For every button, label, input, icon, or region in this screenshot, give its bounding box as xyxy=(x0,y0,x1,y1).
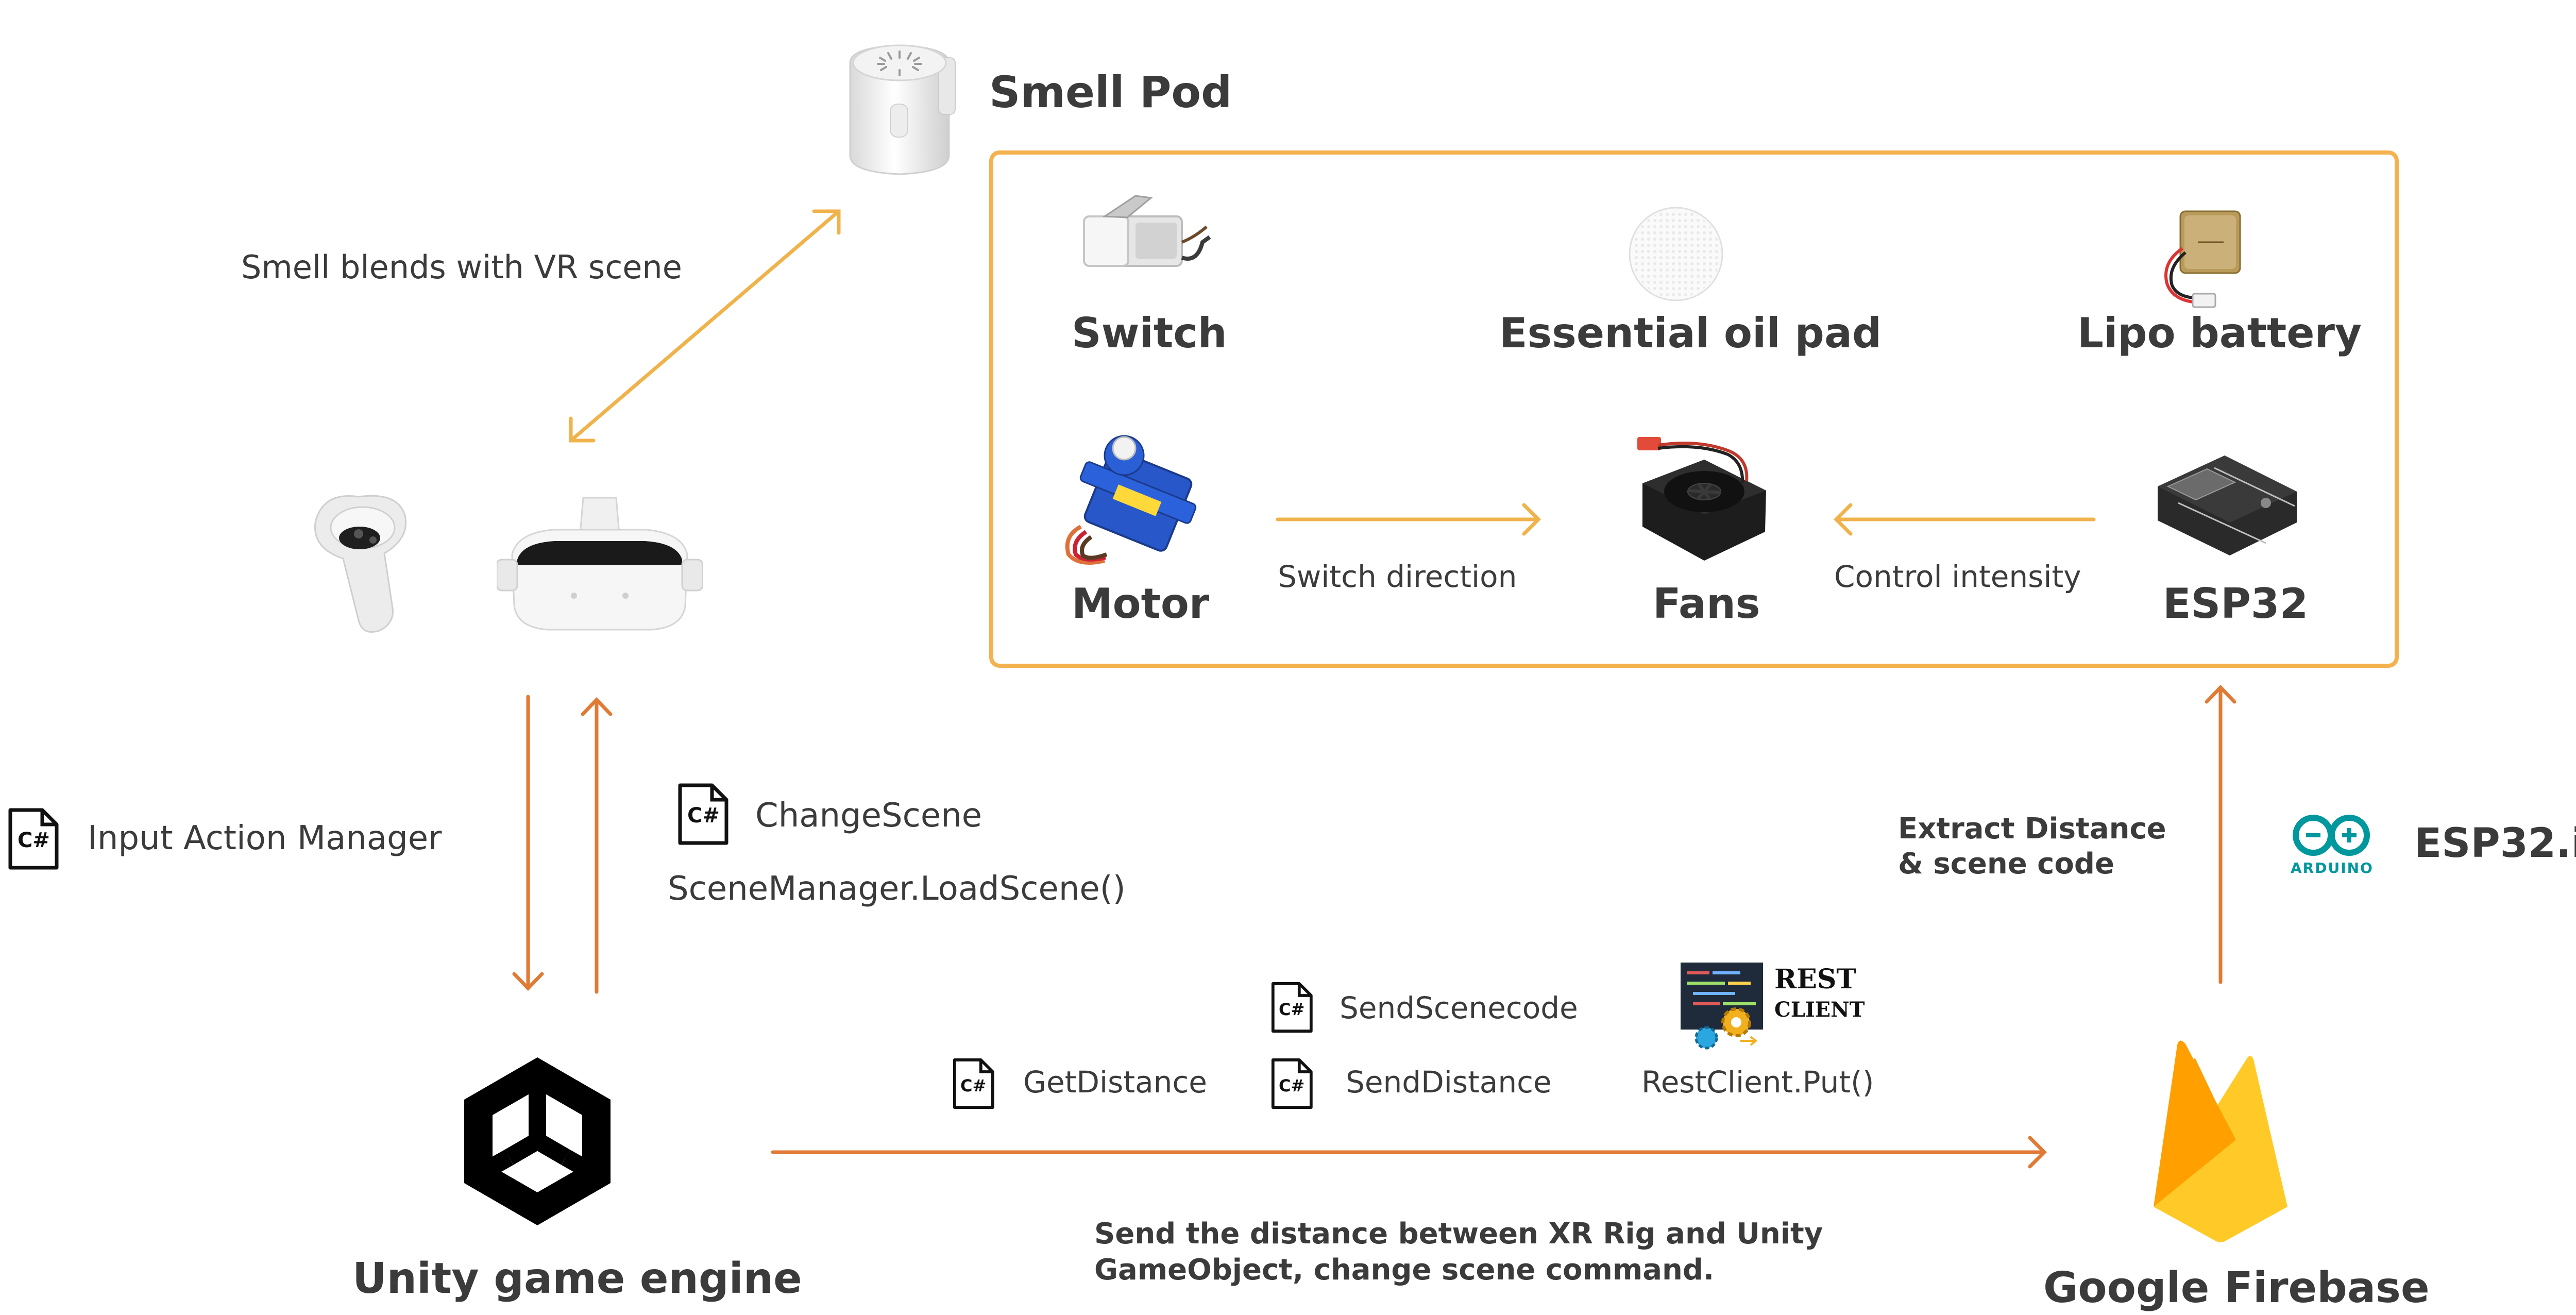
input-action-manager-label: Input Action Manager xyxy=(88,819,442,857)
send-data-arrow xyxy=(771,1136,2047,1169)
rest-put-label: RestClient.Put() xyxy=(1641,1065,1874,1100)
switch-icon xyxy=(1083,195,1211,267)
switch-label: Switch xyxy=(1072,309,1227,357)
change-scene-label: ChangeScene xyxy=(755,797,982,835)
firebase-label: Google Firebase xyxy=(2043,1263,2430,1312)
switch-direction-arrow xyxy=(1276,503,1541,536)
rest-client-subtitle: CLIENT xyxy=(1774,998,1865,1022)
input-arrow-down xyxy=(512,695,544,991)
code-window-icon xyxy=(1681,963,1763,1050)
smell-pod-frame xyxy=(989,150,2399,668)
oil-pad-label: Essential oil pad xyxy=(1499,309,1882,357)
switch-direction-label: Switch direction xyxy=(1278,559,1517,594)
extract-line1: Extract Distance xyxy=(1898,812,2166,846)
send-description-line1: Send the distance between XR Rig and Uni… xyxy=(1094,1217,1823,1251)
send-description-line2: GameObject, change scene command. xyxy=(1094,1253,1715,1287)
smell-blend-label: Smell blends with VR scene xyxy=(241,248,682,286)
unity-label: Unity game engine xyxy=(352,1254,802,1303)
csharp-file-icon: C# xyxy=(6,807,60,871)
motor-label: Motor xyxy=(1072,580,1210,628)
control-intensity-arrow xyxy=(1834,503,2096,536)
rest-client-logo: REST CLIENT xyxy=(1679,960,1865,1052)
csharp-file-icon: C# xyxy=(1269,981,1314,1034)
unity-logo-icon xyxy=(464,1057,611,1225)
arduino-brand: ARDUINO xyxy=(2291,859,2374,876)
extract-line2: & scene code xyxy=(1898,847,2114,881)
fans-label: Fans xyxy=(1653,580,1760,628)
send-scenecode-label: SendScenecode xyxy=(1340,990,1578,1025)
firebase-logo-icon xyxy=(2154,1040,2287,1242)
vr-controller-icon xyxy=(314,495,407,633)
battery-label: Lipo battery xyxy=(2077,309,2362,357)
arduino-logo: ARDUINO xyxy=(2287,812,2375,879)
esp32-board-icon xyxy=(2158,456,2297,555)
vr-headset-icon xyxy=(497,497,703,631)
smell-blend-arrow xyxy=(569,209,841,443)
arduino-infinity-icon xyxy=(2293,815,2370,856)
control-intensity-label: Control intensity xyxy=(1834,559,2081,594)
get-distance-label: GetDistance xyxy=(1023,1065,1207,1100)
fan-icon xyxy=(1637,437,1766,561)
smell-pod-title: Smell Pod xyxy=(989,67,1232,117)
rest-client-title: REST xyxy=(1774,964,1857,995)
esp32-label: ESP32 xyxy=(2163,580,2309,628)
csharp-file-icon: C# xyxy=(676,782,730,846)
send-distance-label: SendDistance xyxy=(1346,1065,1552,1100)
csharp-file-icon: C# xyxy=(951,1057,995,1110)
smell-pod-device-icon xyxy=(849,44,956,175)
oil-pad-icon xyxy=(1629,207,1723,301)
scene-arrow-up xyxy=(581,697,613,994)
servo-motor-icon xyxy=(1065,435,1197,565)
load-scene-label: SceneManager.LoadScene() xyxy=(668,870,1126,908)
csharp-file-icon: C# xyxy=(1269,1057,1314,1110)
extract-arrow-up xyxy=(2205,684,2236,984)
esp32-ino-label: ESP32.ino xyxy=(2414,820,2576,867)
battery-icon xyxy=(2164,210,2241,308)
